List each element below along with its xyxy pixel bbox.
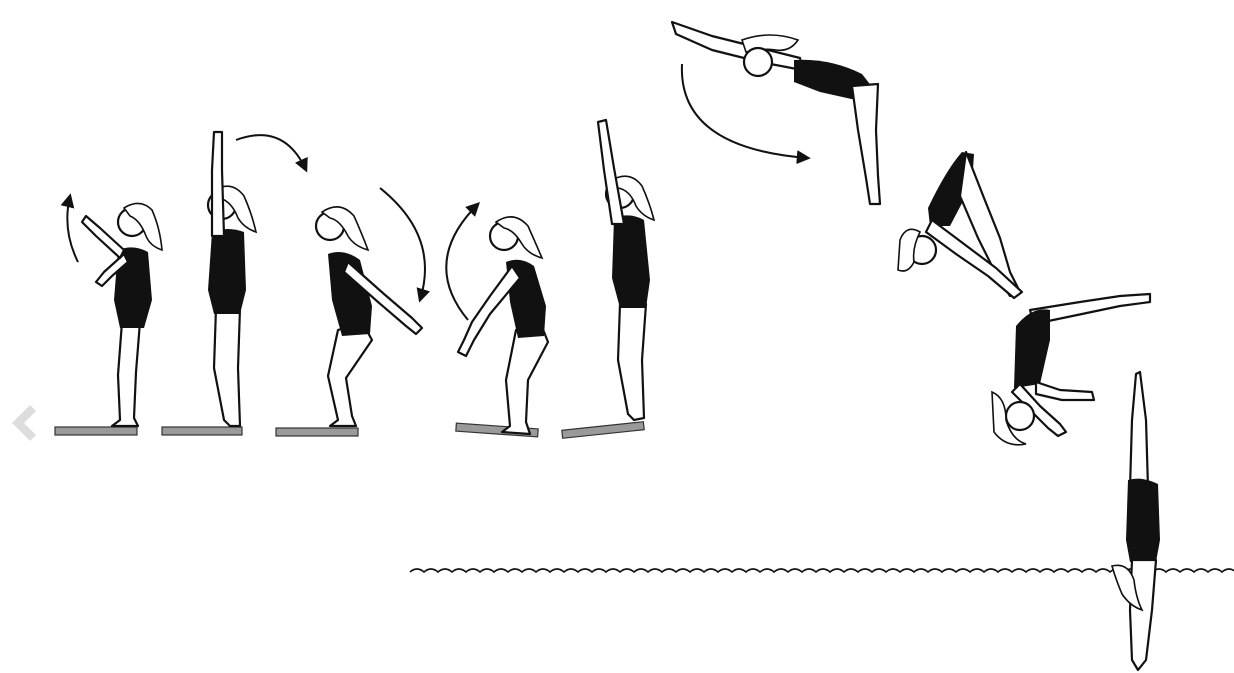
stage-4-figure bbox=[446, 204, 548, 437]
stage-1-figure bbox=[55, 196, 162, 435]
stage-2-board bbox=[162, 427, 242, 435]
chevron-left-icon bbox=[12, 405, 36, 441]
stage-3-figure bbox=[276, 188, 425, 436]
stage-7-figure bbox=[898, 152, 1022, 298]
stage-3-arrow bbox=[380, 188, 425, 300]
stage-3-board bbox=[276, 428, 358, 436]
stage-4-arrow bbox=[446, 204, 478, 320]
stage-5-board bbox=[562, 422, 644, 439]
stage-6-arrow bbox=[682, 64, 808, 158]
stage-9-figure bbox=[1112, 372, 1160, 670]
stage-5-figure bbox=[562, 120, 654, 438]
stage-1-arrow bbox=[67, 196, 78, 262]
stage-1-board bbox=[55, 427, 137, 435]
water-surface bbox=[410, 569, 1234, 572]
stage-2-arrow bbox=[236, 135, 306, 170]
stage-8-figure bbox=[992, 294, 1150, 445]
stage-6-figure bbox=[672, 22, 880, 204]
stage-2-figure bbox=[162, 132, 306, 435]
